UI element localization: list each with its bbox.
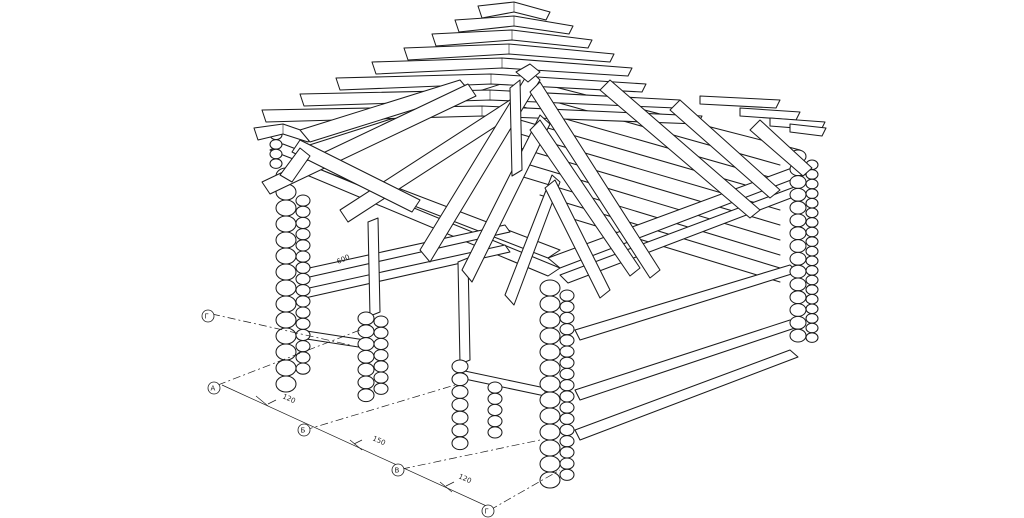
roof-board <box>454 15 574 35</box>
log-stack <box>451 359 469 451</box>
roof-board <box>403 43 615 63</box>
axis-marker-4: В <box>391 463 405 477</box>
dimension-label-3: 120 <box>457 473 472 486</box>
log-corner-stacks <box>269 129 819 489</box>
dimension-lines <box>221 384 494 510</box>
log-stack <box>357 311 375 403</box>
roof-apex <box>509 63 541 177</box>
log-stack <box>539 279 561 489</box>
log-stack <box>295 194 311 375</box>
axis-marker-label: Б <box>301 427 306 435</box>
dimension-label-2: 150 <box>371 435 386 448</box>
roof-board <box>699 95 781 109</box>
axis-marker-3: Б <box>297 423 311 437</box>
axis-marker-label: Г <box>485 508 489 516</box>
log-stack <box>275 167 297 393</box>
axis-marker-label: В <box>395 467 400 475</box>
roof-board <box>431 29 593 49</box>
dimension-label-1: 120 <box>281 393 296 406</box>
axis-marker-1: Г <box>201 309 215 323</box>
axis-marker-label: Г <box>205 313 209 321</box>
log-stack <box>487 381 503 439</box>
log-stack <box>805 159 819 343</box>
grid-axis-lines <box>211 313 561 511</box>
log-stack <box>559 289 575 481</box>
log-stack <box>373 315 389 395</box>
roof-board <box>335 73 647 93</box>
axis-marker-5: Г <box>481 504 495 518</box>
side-rails <box>299 224 799 441</box>
log-stack <box>789 149 807 343</box>
door-posts <box>367 217 471 365</box>
roof-board <box>789 123 827 137</box>
axis-marker-2: А <box>207 381 221 395</box>
roof-board <box>371 57 633 77</box>
roof-board <box>253 123 313 143</box>
rafters <box>261 69 813 306</box>
axis-marker-label: А <box>211 385 216 393</box>
